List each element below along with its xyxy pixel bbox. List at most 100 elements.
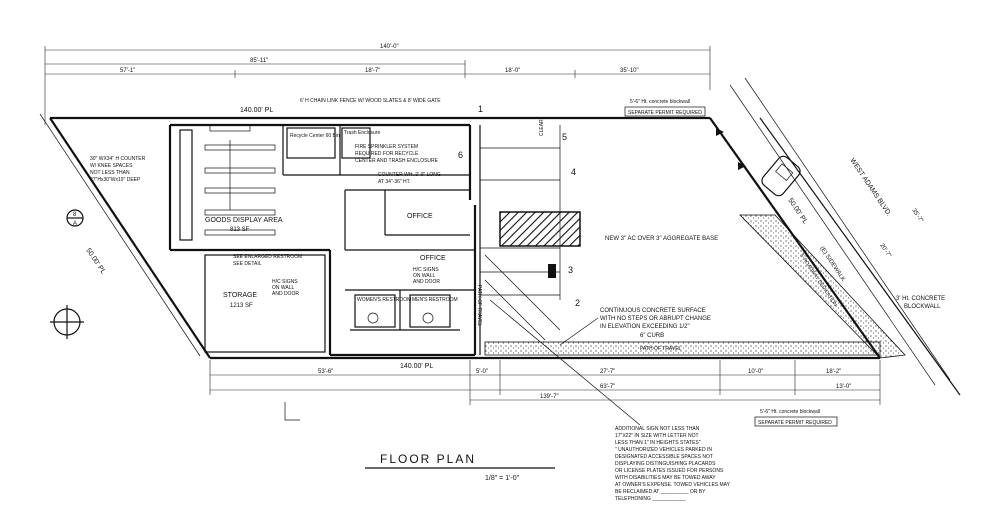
note-counter-left-1: 30" WX34" H COUNTER <box>90 156 146 162</box>
drawing-title: FLOOR PLAN <box>380 452 476 466</box>
note-hc-signs-2: ON WALL <box>413 273 436 279</box>
toilet-women-icon <box>367 312 379 324</box>
leader-surface <box>559 317 599 346</box>
path-of-travel-strip <box>484 341 881 356</box>
pl-right-label: 50.00' PL <box>786 197 808 225</box>
drawing-scale: 1/8" = 1'-0" <box>485 475 520 482</box>
dim-bottom-4: 10'-0" <box>748 369 763 375</box>
note-sprinkler-1: FIRE SPRINKLER SYSTEM <box>355 144 418 150</box>
signage-note <box>489 299 641 426</box>
storage-room <box>204 254 326 353</box>
dim-bottom-2: 5'-0" <box>476 369 488 375</box>
note-sprinkler-3: CENTER AND TRASH ENCLOSURE <box>355 158 439 164</box>
dim-bottom-8: 139'-7" <box>540 394 559 400</box>
building-walls <box>168 123 477 357</box>
label-clear: CLEAR <box>539 119 545 136</box>
note-concrete-wall-1: 3' Ht. CONCRETE <box>896 296 945 302</box>
toilet-men-icon <box>422 312 434 324</box>
note-sign-3: LESS THAN 1" IN HEIGHTS STATES" <box>615 440 701 446</box>
room-office-2: OFFICE <box>420 255 446 262</box>
dim-top-1: 85'-11" <box>250 58 268 64</box>
note-blockwall-top-1: 5'-6" Ht. concrete blockwall <box>630 99 690 105</box>
dim-top-3: 18'-7" <box>365 68 380 74</box>
car-icon <box>761 155 801 197</box>
display-shelves <box>179 124 276 241</box>
roadway-edges <box>729 77 961 396</box>
note-surface-1: CONTINUOUS CONCRETE SURFACE <box>600 308 706 314</box>
stall-6: 6 <box>458 150 463 160</box>
note-counter-mid-1: COUNTER WH. 2'-0" LONG <box>378 172 441 178</box>
note-sign-5: DESIGNATED ACCESSIBLE SPACES NOT <box>615 454 713 460</box>
room-storage: STORAGE <box>223 292 257 299</box>
stall-3: 3 <box>568 265 573 275</box>
stall-2: 2 <box>575 298 580 308</box>
note-concrete-wall-2: BLOCKWALL <box>904 304 941 310</box>
pl-bottom-label: 140.00' PL <box>400 363 433 370</box>
left-setback-line <box>39 113 201 357</box>
street-name: WEST ADAMS BLVD. <box>848 157 892 218</box>
dim-top-2: 57'-1" <box>120 68 135 74</box>
label-path-of-travel-v: PATH OF TRAVEL <box>476 285 482 327</box>
dim-right-1: 35'-7" <box>910 208 924 224</box>
label-path-of-travel: PATH OF TRAVEL <box>640 346 682 352</box>
sidewalk-dedication-strip <box>739 214 906 359</box>
recycle-center <box>286 127 336 159</box>
note-sign-11: TELEPHONING ____________ <box>615 496 686 502</box>
dim-bottom-5: 18'-2" <box>826 369 841 375</box>
bottom-dimension-lines <box>209 360 881 405</box>
note-blockwall-bot-1: 5'-6" Ht. concrete blockwall <box>760 409 820 415</box>
permit-box-bot <box>754 416 838 427</box>
room-recycle: Recycle Center 60 Bin <box>290 133 340 139</box>
north-arrow-icon <box>50 305 84 339</box>
note-fence-1: 6' H CHAIN LINK FENCE W/ WOOD SLATES & 8… <box>300 98 441 104</box>
note-restroom-detail-1: SEE ENLARGED RESTROOM <box>233 254 302 260</box>
note-surface-3: IN ELEVATION EXCEEDING 1/2" <box>600 324 690 330</box>
arrow-icon-2 <box>716 128 724 136</box>
dim-top-5: 35'-10" <box>620 68 639 74</box>
note-hc-signs-1: H/C SIGNS <box>413 267 439 273</box>
restroom-women <box>354 294 396 328</box>
note-sign-6: DISPLAYING DISTINGUISHING PLACARDS <box>615 461 716 467</box>
dim-top-4: 18'-0" <box>505 68 520 74</box>
section-marker-icon <box>66 209 84 227</box>
room-goods-display: GOODS DISPLAY AREA <box>205 217 283 224</box>
note-blockwall-bot-2: SEPARATE PERMIT REQUIRED <box>758 420 832 426</box>
permit-box-top <box>624 106 706 117</box>
note-sign-4: " UNAUTHORIZED VEHICLES PARKED IN <box>615 447 712 453</box>
note-counter-left-2: W/ KNEE SPACES <box>90 163 133 169</box>
bollard-marker <box>548 264 556 278</box>
dim-overall: 140'-0" <box>380 44 399 50</box>
note-hc-signs-3: AND DOOR <box>413 279 440 285</box>
room-restroom-men: MEN'S RESTROOM <box>412 297 458 303</box>
room-goods-display-sf: 813 SF <box>230 227 250 233</box>
room-office-1: OFFICE <box>407 213 433 220</box>
dim-bottom-7: 13'-0" <box>836 384 851 390</box>
note-sign-1: ADDITIONAL SIGN NOT LESS THAN <box>615 426 700 432</box>
note-sign-2: 17"X22" IN SIZE WITH LETTER NOT <box>615 433 699 439</box>
pl-top-label: 140.00' PL <box>240 107 273 114</box>
dim-right-2: 20'-7" <box>878 243 892 259</box>
note-restroom-detail-2: SEE DETAIL <box>233 261 262 267</box>
trash-enclosure <box>341 127 371 159</box>
note-blockwall-top-2: SEPARATE PERMIT REQUIRED <box>628 110 702 116</box>
note-counter-left-3: NOT LESS THAN <box>90 170 130 176</box>
note-aggregate: NEW 3" AC OVER 3" AGGREGATE BASE <box>605 236 718 242</box>
note-sign-7: OR LICENSE PLATES ISSUED FOR PERSONS <box>615 468 724 474</box>
note-sprinkler-2: REQUIRED FOR RECYCLE <box>355 151 419 157</box>
break-symbol-icon <box>284 402 300 421</box>
arrow-icon <box>738 162 746 170</box>
pl-left-label: 50.00' PL <box>84 247 106 275</box>
stall-5: 5 <box>562 132 567 142</box>
room-storage-sf: 1213 SF <box>230 303 253 309</box>
dim-bottom-3: 27'-7" <box>600 369 615 375</box>
stall-1: 1 <box>478 104 483 114</box>
dim-bottom-1: 53'-6" <box>318 369 333 375</box>
top-dimension-lines <box>44 46 711 125</box>
room-restroom-women: WOMEN'S RESTROOM <box>357 297 411 303</box>
marker-letter: A <box>73 221 77 227</box>
note-sign-10: BE RECLAIMED AT __________ OR BY <box>615 489 706 495</box>
hatched-loading-zone <box>499 211 581 247</box>
note-hc-left-1: H/C SIGNS <box>272 279 298 285</box>
note-counter-left-4: 27"Hx30"Wx19" DEEP <box>90 177 141 183</box>
